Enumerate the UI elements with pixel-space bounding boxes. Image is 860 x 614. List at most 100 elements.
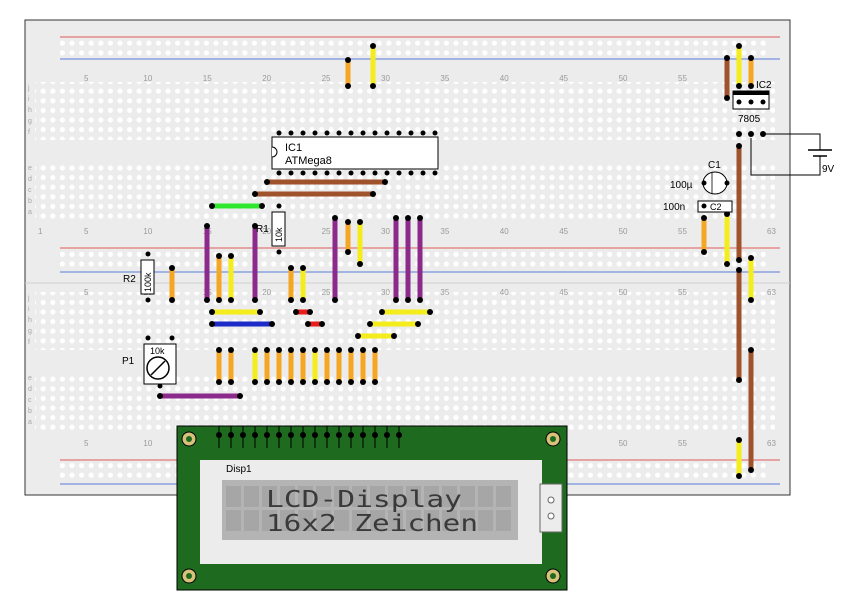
ic1-value-label: ATMega8 — [285, 155, 332, 167]
ic1-pin — [360, 130, 366, 136]
lower-terminal-strip-top — [35, 292, 775, 350]
wire-endpoint — [736, 83, 742, 89]
column-label: 45 — [559, 74, 568, 83]
lcd-pin — [324, 432, 330, 438]
column-label: 50 — [619, 74, 628, 83]
row-label: h — [28, 107, 32, 114]
row-label: h — [28, 317, 32, 324]
p1-value-label: 10k — [150, 346, 165, 356]
lcd-pin — [288, 432, 294, 438]
lcd-pin — [384, 432, 390, 438]
wire-endpoint — [367, 321, 373, 327]
wire-endpoint — [348, 347, 354, 353]
lcd-pin — [336, 432, 342, 438]
ic1-pin — [384, 130, 390, 136]
lcd-char-cell — [478, 510, 493, 531]
lcd-char-cell — [334, 510, 349, 531]
ic1-pin — [336, 170, 342, 176]
wire-endpoint — [332, 297, 338, 303]
wire-endpoint — [370, 83, 376, 89]
wire-endpoint — [393, 297, 399, 303]
wire-endpoint — [209, 309, 215, 315]
wire-endpoint — [269, 321, 275, 327]
lcd-char-cell — [316, 510, 331, 531]
wire-endpoint — [393, 215, 399, 221]
r1-ref-label: R1 — [256, 224, 269, 235]
wire-endpoint — [216, 253, 222, 259]
wire-endpoint — [736, 143, 742, 149]
row-label: b — [28, 408, 32, 415]
column-label: 10 — [143, 227, 152, 236]
wire-endpoint — [360, 347, 366, 353]
column-label: 25 — [322, 74, 331, 83]
lcd-pin — [372, 432, 378, 438]
wire-endpoint — [288, 379, 294, 385]
column-label: 30 — [381, 74, 390, 83]
wire-endpoint — [360, 379, 366, 385]
wire-endpoint — [319, 321, 325, 327]
ic1-chip[interactable]: IC1 ATMega8 — [271, 130, 439, 176]
ic1-pin — [420, 170, 426, 176]
c1-capacitor[interactable]: C1 100µ — [670, 160, 730, 195]
lcd-pin — [300, 432, 306, 438]
r1-resistor[interactable]: 10k R1 — [256, 203, 286, 255]
lcd-char-cell — [442, 486, 457, 507]
wire-endpoint — [417, 297, 423, 303]
wire-endpoint — [701, 215, 707, 221]
wire-endpoint — [379, 309, 385, 315]
lcd-module[interactable]: Disp1 LCD-Display 16x2 Zeichen — [176, 425, 568, 591]
wire-endpoint — [312, 347, 318, 353]
column-label: 35 — [440, 74, 449, 83]
wire-endpoint — [332, 215, 338, 221]
column-label: 55 — [678, 288, 687, 297]
lcd-pin — [276, 432, 282, 438]
r1-value-label: 10k — [274, 227, 284, 242]
row-label: e — [28, 375, 32, 382]
ic1-pin — [396, 130, 402, 136]
ic1-pin — [432, 130, 438, 136]
wire-endpoint — [370, 191, 376, 197]
upper-terminal-strip-top — [35, 82, 775, 140]
column-label: 50 — [619, 288, 628, 297]
lcd-pin — [312, 432, 318, 438]
wire-endpoint — [324, 347, 330, 353]
lcd-char-cell — [244, 510, 259, 531]
c1-value-label: 100µ — [670, 180, 693, 191]
lcd-char-cell — [244, 486, 259, 507]
ic1-pin — [420, 130, 426, 136]
column-label: 45 — [559, 227, 568, 236]
r2-resistor[interactable]: 100k R2 — [123, 251, 155, 303]
wire-endpoint — [345, 57, 351, 63]
wire-endpoint — [307, 309, 313, 315]
wire-endpoint — [293, 309, 299, 315]
c2-capacitor[interactable]: C2 100n — [663, 200, 733, 213]
lcd-char-cell — [496, 486, 511, 507]
lcd-char-cell — [388, 510, 403, 531]
ic1-pin — [384, 170, 390, 176]
lcd-char-cell — [262, 486, 277, 507]
lcd-pin-header — [216, 426, 402, 448]
wire-endpoint — [252, 297, 258, 303]
ic1-pin — [324, 130, 330, 136]
ic1-pin — [300, 170, 306, 176]
p1-potentiometer[interactable]: 10k P1 — [122, 335, 177, 389]
lcd-char-cell — [478, 486, 493, 507]
ic1-pin — [408, 130, 414, 136]
ic2-regulator[interactable]: IC2 7805 — [732, 80, 772, 125]
wire-endpoint — [324, 379, 330, 385]
r2-value-label: 100k — [143, 272, 153, 292]
wire-endpoint — [357, 261, 363, 267]
column-label: 30 — [381, 288, 390, 297]
lcd-char-cell — [442, 510, 457, 531]
r2-ref-label: R2 — [123, 274, 136, 285]
ic1-pin — [348, 170, 354, 176]
lcd-char-cell — [406, 510, 421, 531]
wire-endpoint — [288, 265, 294, 271]
ic1-pin — [288, 130, 294, 136]
wire-endpoint — [276, 379, 282, 385]
lcd-pin — [240, 432, 246, 438]
lcd-char-cell — [316, 486, 331, 507]
battery-9v[interactable]: 9V — [736, 131, 835, 176]
wire-endpoint — [228, 253, 234, 259]
c2-ref-label: C2 — [710, 202, 722, 212]
